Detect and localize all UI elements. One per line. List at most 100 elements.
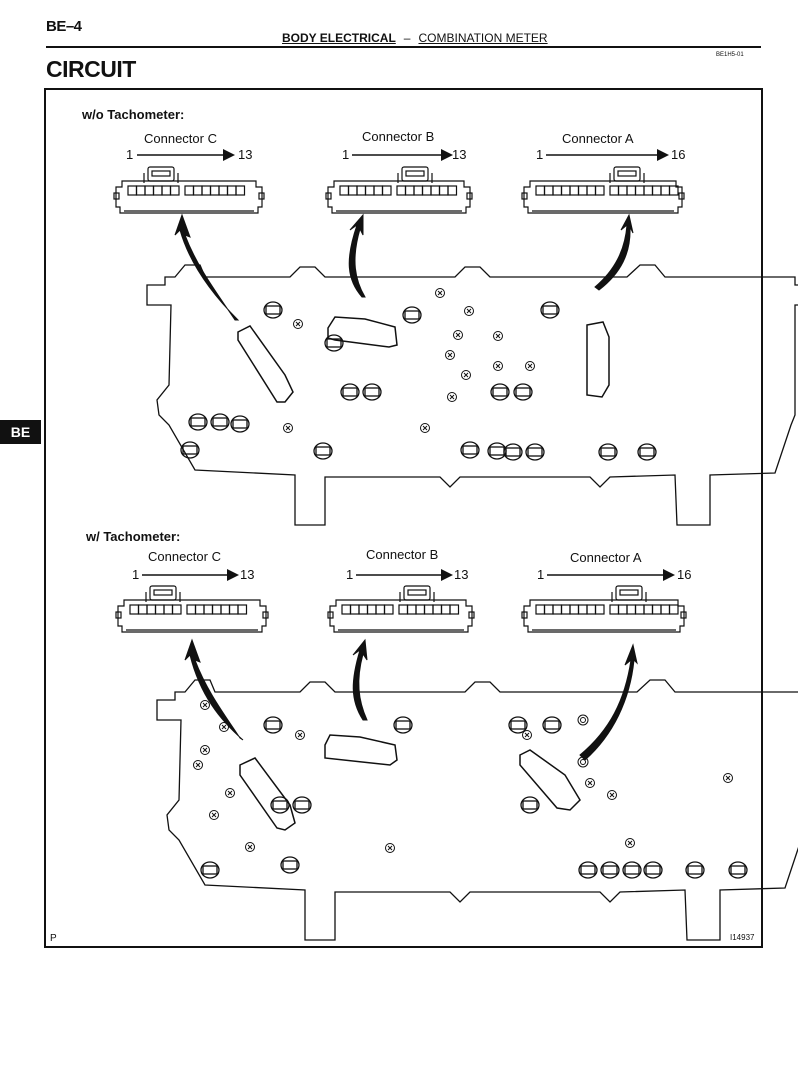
lamp-socket-slot — [639, 447, 655, 457]
lamp-socket-slot — [294, 800, 310, 810]
terminal-screw-mark — [221, 724, 227, 730]
pin-cavity — [586, 604, 597, 615]
lamp-socket — [263, 301, 283, 319]
terminal-ring — [577, 714, 589, 726]
side-tab-be[interactable]: BE — [0, 420, 41, 444]
pin-cavity — [201, 185, 212, 196]
lamp-socket-slot — [492, 387, 508, 397]
lamp-socket — [180, 441, 200, 459]
figure-corner-mark: P — [50, 933, 57, 944]
lamp-socket — [270, 796, 290, 814]
pin-cavity — [203, 604, 214, 615]
pin-cavity — [146, 604, 157, 615]
connector-latch-window — [405, 170, 425, 177]
side-tab — [113, 192, 120, 200]
pin-cavity — [552, 604, 563, 615]
pin-cavity — [226, 185, 237, 196]
lamp-socket-slot — [265, 720, 281, 730]
lamp-socket — [685, 861, 705, 879]
pin-cavity — [449, 604, 460, 615]
connector-pointer-arrow — [579, 643, 638, 761]
pin-cavity — [569, 185, 580, 196]
pin-cavity — [660, 604, 671, 615]
lamp-socket — [263, 716, 283, 734]
lamp-socket-slot — [315, 446, 331, 456]
connector-c-pin-start: 1 — [126, 147, 134, 162]
pin-cavity — [184, 185, 195, 196]
terminal-screw-mark — [247, 844, 253, 850]
subsection-name: COMBINATION METER — [418, 31, 548, 45]
pin-cavity — [373, 185, 384, 196]
lamp-socket-slot — [265, 305, 281, 315]
lamp-socket-slot — [182, 445, 198, 455]
connector-b-label: Connector B — [362, 129, 435, 144]
lamp-socket — [324, 334, 344, 352]
lamp-socket — [540, 301, 560, 319]
pin-cavity — [560, 185, 571, 196]
side-tab — [327, 611, 334, 619]
lamp-socket-slot — [462, 445, 478, 455]
terminal-screw-mark — [455, 332, 461, 338]
connector — [521, 585, 687, 633]
board-outline — [156, 679, 798, 941]
pin-cavity — [169, 185, 180, 196]
pin-cavity — [569, 604, 580, 615]
connector-c-pin-end: 13 — [240, 567, 255, 582]
page-number: BE–4 — [46, 18, 82, 35]
pin-cavity — [432, 604, 443, 615]
pin-cavity — [209, 185, 220, 196]
pin-cavity — [543, 185, 554, 196]
terminal-screw — [435, 288, 445, 298]
connector-body — [523, 180, 683, 214]
pin-cavity — [430, 185, 441, 196]
lamp-socket — [542, 716, 562, 734]
lamp-socket-slot — [542, 305, 558, 315]
terminal-screw-mark — [609, 792, 615, 798]
pin-cavity — [423, 604, 434, 615]
terminal-screw-mark — [524, 732, 530, 738]
section-name: BODY ELECTRICAL — [282, 31, 396, 45]
pin-cavity — [552, 185, 563, 196]
connector-a-label: Connector A — [570, 550, 642, 565]
pin-cavity — [626, 604, 637, 615]
pin-cavity — [381, 185, 392, 196]
connector-c-label: Connector C — [148, 549, 221, 564]
lamp-socket-slot — [730, 865, 746, 875]
side-tab — [262, 611, 269, 619]
pin-cavity — [161, 185, 172, 196]
pin-cavity — [626, 185, 637, 196]
side-tab — [680, 611, 687, 619]
terminal-screw — [723, 773, 733, 783]
connector — [113, 166, 265, 214]
lamp-socket-slot — [580, 865, 596, 875]
terminal-screw-mark — [627, 840, 633, 846]
connector-latch-window — [151, 170, 171, 177]
terminal-screw-mark — [449, 394, 455, 400]
pin-cavity — [438, 185, 449, 196]
terminal-screw — [245, 842, 255, 852]
gauge-terminal-slot — [239, 757, 296, 831]
lamp-socket — [200, 861, 220, 879]
pin-cavity — [404, 185, 415, 196]
terminal-screw-mark — [195, 762, 201, 768]
lamp-socket — [637, 443, 657, 461]
lamp-socket — [487, 442, 507, 460]
lamp-socket-slot — [212, 417, 228, 427]
pin-cavity — [163, 604, 174, 615]
pin-cavity — [237, 604, 248, 615]
lamp-socket-slot — [624, 865, 640, 875]
lamp-socket-slot — [282, 860, 298, 870]
pin-cavity — [617, 185, 628, 196]
board-outline — [146, 264, 798, 526]
terminal-screw — [293, 319, 303, 329]
pin-cavity — [364, 185, 375, 196]
connector-pointer-arrow — [352, 638, 368, 721]
pin-cavity — [152, 185, 163, 196]
lamp-socket — [503, 443, 523, 461]
meter-boards — [146, 213, 798, 941]
terminal-screw-mark — [285, 425, 291, 431]
pin-cavity — [643, 185, 654, 196]
terminal-screw-mark — [495, 333, 501, 339]
lamp-socket — [230, 415, 250, 433]
